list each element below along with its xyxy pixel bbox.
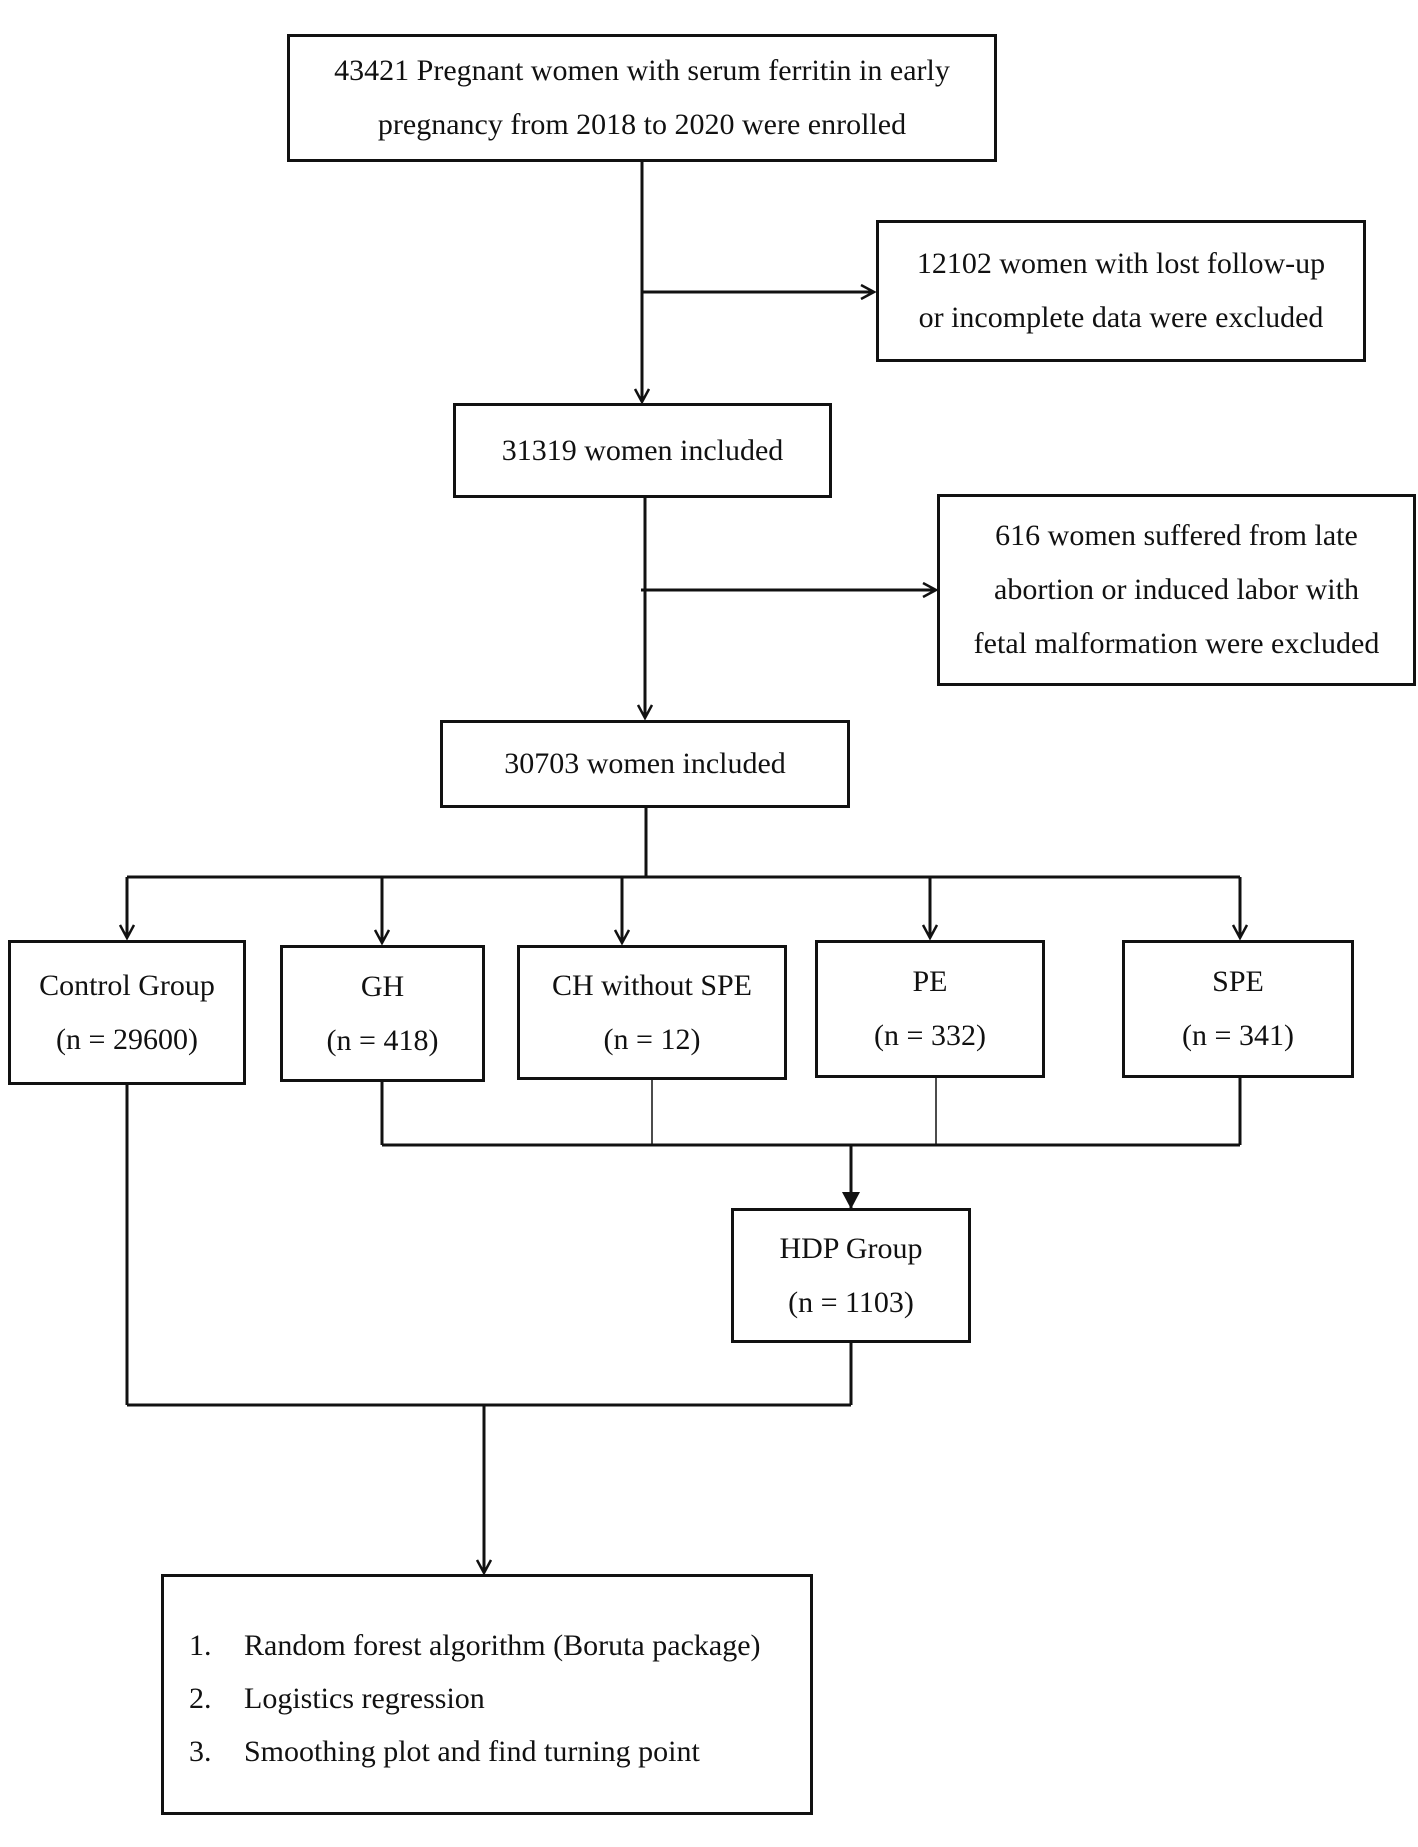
excluded-malformation-box: 616 women suffered from late abortion or… <box>937 494 1416 686</box>
spe-box: SPE (n = 341) <box>1122 940 1354 1078</box>
methods-box: 1. Random forest algorithm (Boruta packag… <box>161 1574 813 1815</box>
methods-item: 2. Logistics regression <box>189 1682 485 1716</box>
hdp-line-1: HDP Group <box>779 1231 923 1265</box>
pe-line-2: (n = 332) <box>874 1019 986 1052</box>
ch-without-spe-box: CH without SPE (n = 12) <box>517 945 787 1080</box>
included-30703-box: 30703 women included <box>440 720 850 808</box>
included-31319-box: 31319 women included <box>453 403 832 498</box>
excluded-lost-followup-box: 12102 women with lost follow-up or incom… <box>876 220 1366 362</box>
included2-line-1: 30703 women included <box>504 747 786 780</box>
gh-line-1: GH <box>360 969 405 1003</box>
excluded2-line-2: abortion or induced labor with <box>994 573 1359 606</box>
enrolled-line-1: 43421 Pregnant women with serum ferritin… <box>334 54 950 87</box>
excluded1-line-1: 12102 women with lost follow-up <box>916 247 1326 280</box>
gh-line-2: (n = 418) <box>326 1023 439 1057</box>
spe-line-1: SPE <box>1212 965 1264 998</box>
methods-item-number: 3. <box>189 1735 212 1768</box>
included1-line-1: 31319 women included <box>501 433 784 467</box>
methods-item-number: 2. <box>189 1682 212 1715</box>
control-line-2: (n = 29600) <box>56 1022 198 1056</box>
gh-box: GH (n = 418) <box>280 945 485 1082</box>
control-line-1: Control Group <box>39 968 215 1002</box>
ch-line-2: (n = 12) <box>603 1022 701 1056</box>
methods-item-text: Random forest algorithm (Boruta package) <box>244 1629 761 1662</box>
hdp-line-2: (n = 1103) <box>788 1285 914 1319</box>
methods-item-text: Logistics regression <box>244 1682 485 1715</box>
methods-item-text: Smoothing plot and find turning point <box>244 1735 700 1768</box>
ch-line-1: CH without SPE <box>551 968 753 1002</box>
hdp-group-box: HDP Group (n = 1103) <box>731 1208 971 1343</box>
spe-line-2: (n = 341) <box>1182 1019 1294 1052</box>
excluded2-line-3: fetal malformation were excluded <box>973 627 1380 660</box>
excluded1-line-2: or incomplete data were excluded <box>918 301 1324 334</box>
pe-line-1: PE <box>912 965 948 998</box>
control-group-box: Control Group (n = 29600) <box>8 940 246 1085</box>
methods-item: 3. Smoothing plot and find turning point <box>189 1735 700 1769</box>
enrolled-box: 43421 Pregnant women with serum ferritin… <box>287 34 997 162</box>
enrolled-line-2: pregnancy from 2018 to 2020 were enrolle… <box>377 108 907 141</box>
methods-item-number: 1. <box>189 1629 212 1662</box>
excluded2-line-1: 616 women suffered from late <box>995 519 1358 552</box>
pe-box: PE (n = 332) <box>815 940 1045 1078</box>
methods-item: 1. Random forest algorithm (Boruta packag… <box>189 1629 761 1663</box>
